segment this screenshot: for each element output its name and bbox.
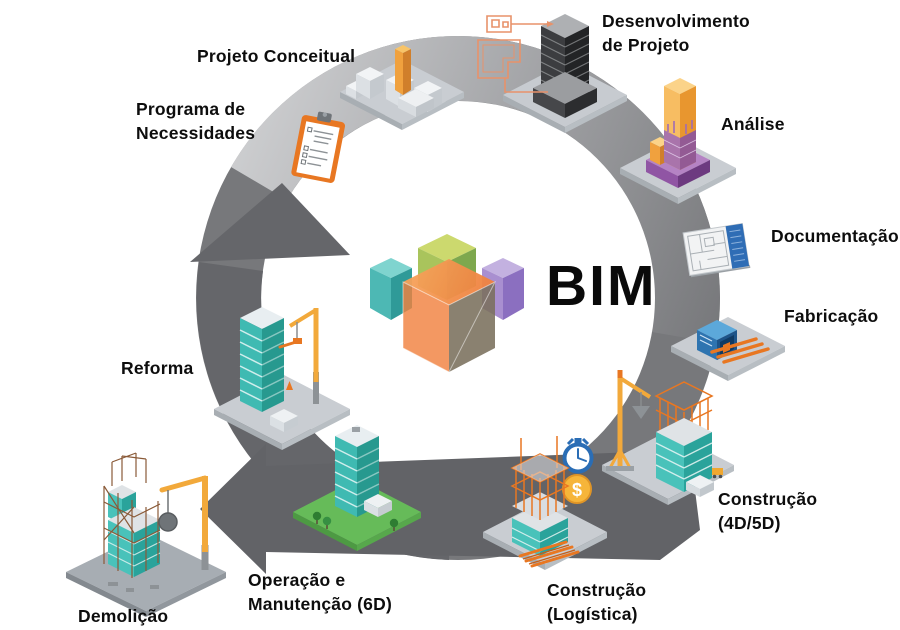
svg-text:$: $	[572, 480, 582, 500]
stopwatch-icon	[562, 437, 594, 474]
dollar-coin-icon: $	[562, 474, 592, 504]
fabrication-machine-icon	[671, 317, 785, 381]
rebar-stack-icon	[518, 540, 580, 568]
stage-label-fabricacao: Fabricação	[784, 306, 879, 326]
tower-crane-icon	[606, 370, 652, 471]
construction-site-crane-icon	[602, 370, 734, 505]
traffic-cone-icon	[286, 381, 293, 390]
clipboard-checklist-icon	[291, 111, 346, 183]
stage-label-documentacao: Documentação	[771, 226, 899, 246]
stage-label-analise: Análise	[721, 114, 785, 134]
wrecking-ball-crane-icon	[66, 452, 226, 617]
bim-cubes-icon	[370, 234, 524, 373]
occupied-building-grass-icon	[293, 425, 421, 551]
detailed-tower-floorplan-icon	[477, 14, 627, 133]
stage-label-construcao-logistica: Construção(Logística)	[547, 580, 647, 624]
analysis-tower-icon	[620, 78, 736, 204]
floorplan-sketch-icon	[477, 15, 548, 93]
steel-frame-site-icon	[483, 436, 607, 570]
stage-label-projeto-conceitual: Projeto Conceitual	[197, 46, 356, 66]
scaffold-lines	[103, 452, 161, 578]
blueprint-sheet-icon	[682, 222, 751, 278]
tree-icons	[312, 511, 399, 531]
forklift-icon	[712, 468, 723, 475]
city-massing-model-icon	[340, 45, 464, 130]
renovation-crane-icon	[214, 307, 350, 450]
stage-label-construcao-4d5d: Construção(4D/5D)	[718, 489, 818, 533]
center-title: BIM	[546, 254, 657, 318]
stage-label-demolicao: Demolição	[78, 606, 169, 626]
stage-label-reforma: Reforma	[121, 358, 194, 378]
